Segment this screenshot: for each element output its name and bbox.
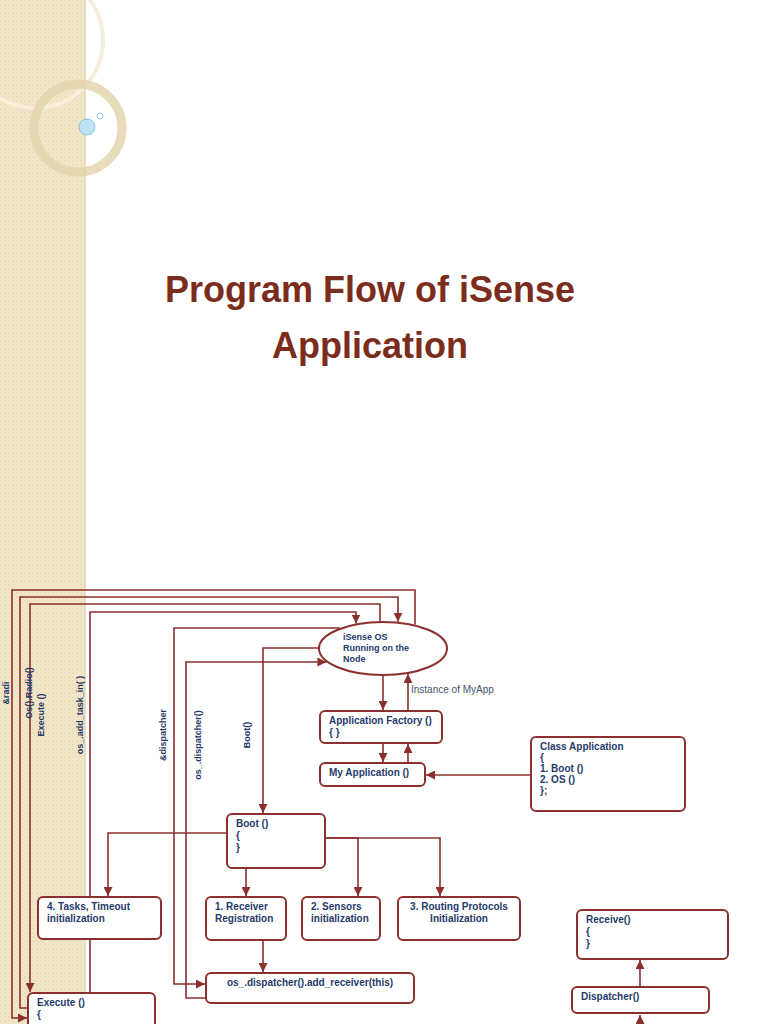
slide-title: Program Flow of iSense Application bbox=[140, 262, 600, 374]
flow-arrow bbox=[262, 941, 264, 972]
node-body: } bbox=[236, 842, 316, 854]
process-box: 4. Tasks, Timeout initialization bbox=[37, 896, 162, 940]
node-label: iSense OS Running on the Node bbox=[343, 632, 423, 665]
node-body: 1. Boot () bbox=[540, 763, 676, 774]
edge-label: Instance of MyApp bbox=[411, 684, 494, 696]
node-label: My Application () bbox=[329, 767, 416, 779]
decor-ring bbox=[34, 84, 122, 172]
flow-arrow bbox=[382, 744, 384, 762]
node-label: Receive() bbox=[586, 914, 719, 926]
flow-arrow bbox=[639, 960, 641, 986]
flow-arrow bbox=[326, 838, 358, 896]
incoming-stub bbox=[639, 1015, 641, 1024]
process-box: My Application () bbox=[319, 762, 426, 787]
process-box: 1. Receiver Registration bbox=[205, 896, 287, 941]
call-box: os_.dispatcher().add_receiver(this) bbox=[205, 972, 415, 1004]
text-wrap: iSense OS Running on the Node bbox=[343, 632, 423, 665]
decor-bubble bbox=[97, 113, 103, 119]
node-label: Application Factory () { } bbox=[329, 715, 433, 739]
node-body: { bbox=[236, 830, 316, 842]
flow-arrow bbox=[407, 744, 409, 762]
node-label: Dispatcher() bbox=[581, 991, 700, 1003]
node-body: { bbox=[586, 926, 719, 938]
edge-label: os_.dispatcher() bbox=[193, 710, 204, 780]
edge-label: &dispatcher bbox=[158, 709, 169, 761]
node-body: }; bbox=[540, 785, 676, 796]
edge-label: &radi bbox=[1, 681, 12, 704]
flow-arrow bbox=[90, 612, 356, 992]
flow-arrow bbox=[326, 838, 440, 896]
os-ellipse: iSense OS Running on the Node bbox=[318, 621, 448, 676]
process-box: 2. Sensors initialization bbox=[301, 896, 381, 941]
flow-arrow bbox=[382, 676, 384, 710]
node-label: 2. Sensors initialization bbox=[311, 901, 371, 925]
ellipse-outline bbox=[318, 621, 448, 676]
ellipse-shape bbox=[319, 622, 447, 675]
process-box: Dispatcher() bbox=[571, 986, 710, 1014]
decor-bubble bbox=[79, 119, 95, 135]
factory-box: Application Factory () { } bbox=[319, 710, 443, 744]
node-body: 2. OS () bbox=[540, 774, 676, 785]
flow-arrow bbox=[20, 597, 398, 1008]
node-body: { bbox=[540, 752, 676, 763]
edge-label: Boot() bbox=[242, 722, 253, 749]
node-label: 1. Receiver Registration bbox=[215, 901, 277, 925]
node-label: Boot () bbox=[236, 818, 316, 830]
node-label: os_.dispatcher().add_receiver(this) bbox=[215, 977, 405, 989]
class-box: Class Application{1. Boot ()2. OS ()}; bbox=[530, 736, 686, 812]
node-body: } bbox=[586, 938, 719, 950]
flow-arrow bbox=[108, 833, 226, 896]
function-box: Receive(){} bbox=[576, 909, 729, 960]
flow-arrow bbox=[12, 590, 415, 1018]
node-label: Class Application bbox=[540, 741, 676, 752]
flow-arrow bbox=[263, 648, 318, 813]
process-box: 3. Routing Protocols Initialization bbox=[397, 896, 521, 941]
flow-arrow bbox=[174, 628, 340, 984]
flow-arrow bbox=[407, 674, 409, 710]
node-label: 3. Routing Protocols Initialization bbox=[407, 901, 511, 925]
flow-arrow bbox=[426, 774, 530, 776]
function-box: Execute (){ bbox=[27, 992, 156, 1024]
edge-label: os_.add_task_in( ) bbox=[75, 676, 86, 755]
node-body: { bbox=[37, 1009, 146, 1021]
flow-arrow bbox=[30, 604, 380, 992]
edge-label: Execute () bbox=[36, 693, 47, 736]
node-label: 4. Tasks, Timeout initialization bbox=[47, 901, 152, 925]
function-box: Boot (){} bbox=[226, 813, 326, 869]
flow-arrow bbox=[245, 869, 247, 896]
node-label: Execute () bbox=[37, 997, 146, 1009]
side-band-edge bbox=[84, 0, 86, 1024]
flow-arrow bbox=[186, 662, 326, 998]
edge-label: Os().Radio() bbox=[24, 667, 35, 719]
